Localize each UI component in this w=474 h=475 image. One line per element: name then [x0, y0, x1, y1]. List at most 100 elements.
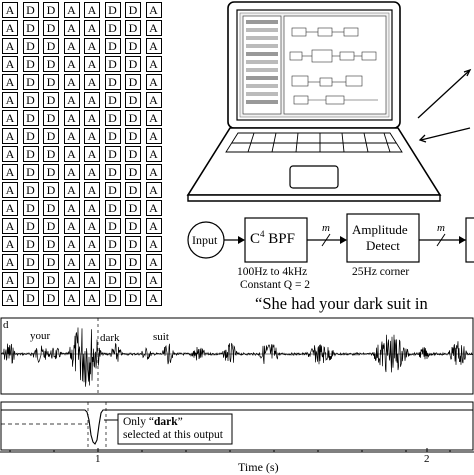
grid-cell: A [145, 236, 162, 252]
grid-cell: A [84, 74, 100, 90]
bpf-label: C4 BPF [250, 229, 295, 248]
time-axis [0, 448, 474, 453]
output-trace [1, 409, 473, 445]
grid-cell: D [43, 110, 59, 126]
grid-cell: D [104, 20, 121, 36]
grid-cell: D [43, 2, 59, 18]
grid-cell: D [22, 128, 39, 144]
grid-cell: A [2, 56, 18, 72]
word-label-dark: dark [100, 332, 120, 344]
input-label: Input [192, 233, 218, 247]
grid-cell: A [2, 38, 18, 54]
grid-cell: D [22, 92, 39, 108]
grid-cell: D [104, 92, 121, 108]
grid-cell: D [125, 2, 141, 18]
grid-cell: A [2, 20, 18, 36]
grid-cell: A [84, 182, 100, 198]
word-label-suit: suit [153, 331, 169, 343]
grid-cell: A [145, 128, 162, 144]
amplitude-detect-block [346, 213, 420, 263]
grid-cell: A [84, 128, 100, 144]
grid-cell: D [43, 236, 59, 252]
speech-waveform [0, 327, 474, 387]
grid-cell: D [22, 272, 39, 288]
grid-cell: D [22, 74, 39, 90]
grid-cell: A [84, 218, 100, 234]
grid-cell: D [43, 146, 59, 162]
grid-cell: D [22, 218, 39, 234]
grid-cell: A [2, 92, 18, 108]
grid-cell: A [63, 272, 80, 288]
grid-cell: A [2, 290, 18, 306]
waveform-panel [0, 317, 474, 395]
word-label-d: d [3, 319, 9, 331]
grid-cell: D [104, 272, 121, 288]
grid-cell: D [125, 182, 141, 198]
grid-cell: D [43, 74, 59, 90]
grid-cell: D [104, 2, 121, 18]
grid-cell: A [145, 74, 162, 90]
grid-cell: A [2, 236, 18, 252]
grid-cell: D [43, 20, 59, 36]
grid-cell: A [145, 272, 162, 288]
grid-cell: D [43, 56, 59, 72]
laptop-screen-content [239, 12, 390, 118]
grid-cell: D [104, 128, 121, 144]
grid-cell: A [63, 2, 80, 18]
grid-cell: D [22, 164, 39, 180]
grid-cell: A [2, 200, 18, 216]
grid-cell: A [145, 92, 162, 108]
grid-cell: D [43, 200, 59, 216]
grid-cell: A [145, 254, 162, 270]
laptop-illustration [186, 1, 442, 202]
grid-cell: D [43, 164, 59, 180]
grid-cell: A [2, 272, 18, 288]
grid-cell: D [104, 56, 121, 72]
grid-cell: D [104, 290, 121, 306]
grid-cell: D [43, 128, 59, 144]
annotation-suffix: ” [177, 416, 183, 428]
detect-label-line-1: Amplitude [352, 222, 408, 237]
grid-cell: D [104, 164, 121, 180]
grid-cell: A [63, 20, 80, 36]
bpf-label-superscript: 4 [260, 229, 265, 239]
spoken-sentence: “She had your dark suit in [255, 294, 428, 313]
grid-cell: A [2, 110, 18, 126]
grid-cell: A [84, 236, 100, 252]
x-axis-label: Time (s) [238, 460, 279, 474]
grid-cell: D [22, 56, 39, 72]
grid-cell: D [125, 254, 141, 270]
grid-cell: A [63, 146, 80, 162]
grid-cell: A [145, 38, 162, 54]
grid-cell: D [43, 254, 59, 270]
grid-cell: A [63, 164, 80, 180]
bpf-label-suffix: BPF [264, 231, 295, 247]
laptop-link-arrows [417, 68, 472, 143]
grid-cell: D [104, 38, 121, 54]
grid-cell: D [43, 272, 59, 288]
grid-cell: D [104, 200, 121, 216]
grid-cell: A [2, 146, 18, 162]
grid-cell: A [145, 182, 162, 198]
grid-cell: A [63, 290, 80, 306]
grid-cell: D [22, 146, 39, 162]
grid-cell: A [145, 164, 162, 180]
grid-cell: D [125, 236, 141, 252]
grid-cell: A [63, 128, 80, 144]
grid-cell: A [2, 128, 18, 144]
grid-cell: D [104, 182, 121, 198]
grid-cell: A [145, 218, 162, 234]
annotation-box [117, 413, 233, 445]
bpf-note-q: Constant Q = 2 [240, 279, 311, 291]
grid-cell: A [63, 74, 80, 90]
bpf-block [244, 217, 308, 263]
bpf-label-c: C [250, 231, 261, 247]
grid-cell: A [2, 164, 18, 180]
grid-cell: D [22, 110, 39, 126]
grid-cell: A [84, 38, 100, 54]
grid-cell: D [104, 146, 121, 162]
output-frame [0, 401, 474, 451]
grid-cell: A [63, 200, 80, 216]
grid-cell: A [84, 56, 100, 72]
